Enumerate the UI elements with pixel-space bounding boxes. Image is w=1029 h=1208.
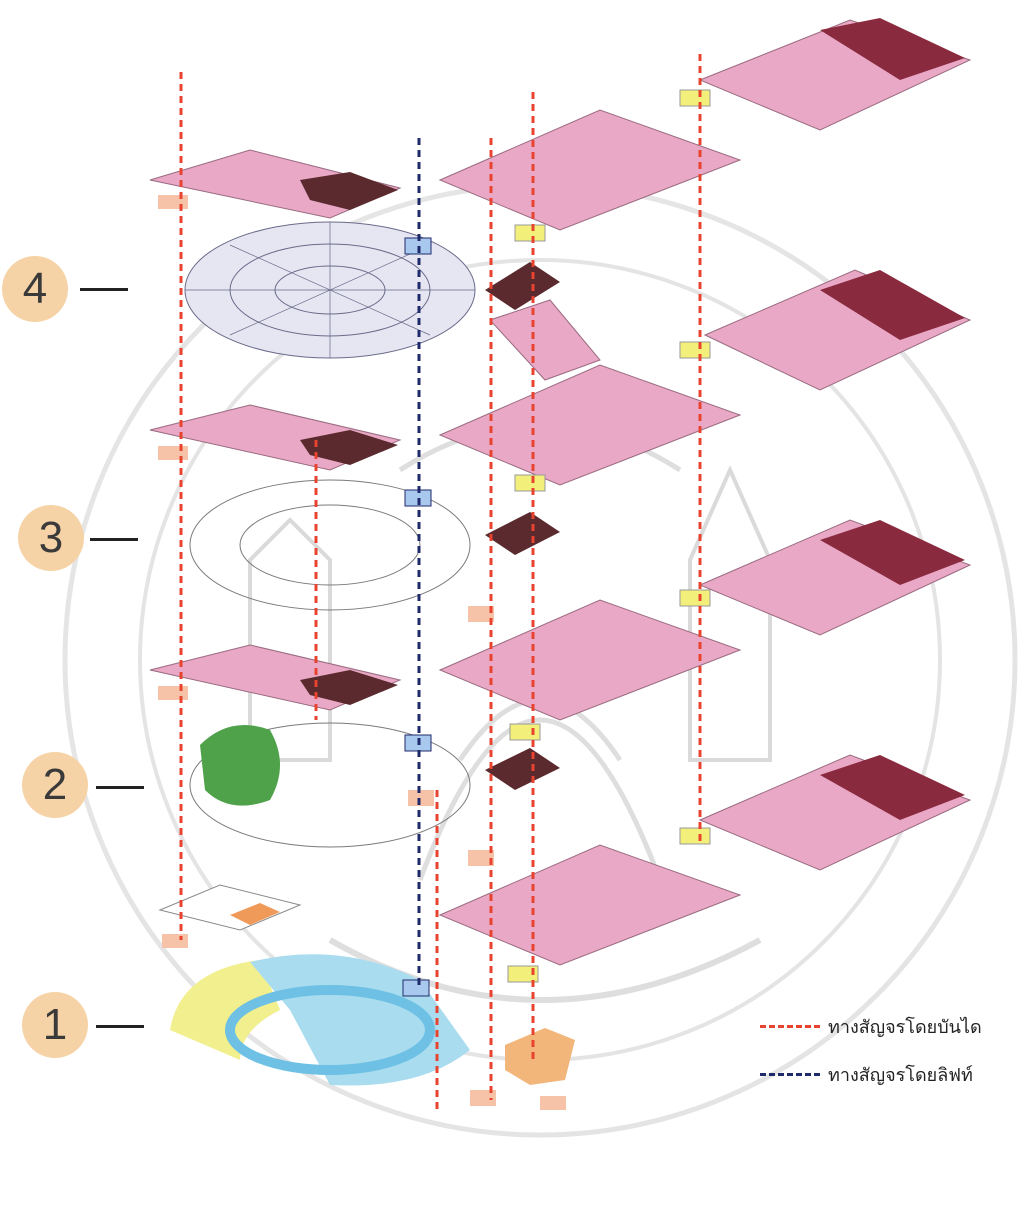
l4-core-yellow-right [679,89,711,107]
l2-stair-node-mid [468,850,494,866]
l1-orange-block [505,1028,575,1085]
level-1-floor-plan [158,844,742,1110]
legend-stair-swatch [760,1025,820,1028]
l1-stair-node-bottom-right [540,1096,566,1110]
l3-middle-wing [438,364,742,486]
level-badge-4: 4 [2,256,68,322]
l1-stair-node-left [162,934,188,948]
l2-right-wing-dark [820,755,965,820]
l4-middle-wing [438,109,742,231]
l4-middle-wing-lower [489,299,601,381]
l4-right-wing-dark [820,18,965,80]
l4-core-yellow [514,224,546,242]
l3-left-wing-dark [300,430,398,465]
l1-yellow-zone [170,960,280,1060]
l2-left-wing-dark [300,670,398,705]
level-badge-2: 2 [22,752,88,818]
level-badge-3: 3 [18,505,84,571]
legend-stair-label: ทางสัญจรโดยบันได [828,1017,982,1038]
l2-green-zone [200,725,280,806]
level-2-floor-plan [149,599,972,871]
level-badge-1: 1 [22,992,88,1058]
level-pointer-2 [96,786,144,789]
l1-stair-node-bottom [470,1090,496,1106]
l4-middle-wing-core [485,262,560,310]
l1-middle-wing [438,844,742,966]
level-pointer-3 [90,538,138,541]
l3-middle-wing-core [485,512,560,555]
legend-stair: ทางสัญจรโดยบันได [760,1012,982,1041]
legend-lift-swatch [760,1073,820,1076]
level-4-floor-plan [149,18,972,381]
l2-stair-node-left [158,686,188,700]
l3-round-pavilion [189,479,471,611]
l1-round-base [170,954,470,1086]
level-4-lower-right-wing [679,269,972,391]
l1-left-block [158,884,302,931]
l3-right-wing-dark [820,520,965,585]
l3-stair-node-left [158,446,188,460]
l1-orange-zone-left [230,903,280,925]
l1-core-yellow [507,965,539,983]
l2-core-yellow-right [679,827,711,845]
l4-round-pavilion [184,221,476,359]
l4-stair-node-left [158,195,188,209]
legend-lift: ทางสัญจรโดยลิฟท์ [760,1060,973,1089]
level-pointer-4 [80,288,128,291]
l2-round-pavilion [189,722,471,848]
seal-emblem-left-tower [248,517,332,762]
l2-stair-node-center [408,790,434,806]
level-pointer-1 [96,1025,144,1028]
seal-emblem-right-tower [688,465,772,762]
level-3-floor-plan [149,364,972,636]
l1-lift-node [402,979,430,997]
l1-ring [225,985,435,1075]
l2-core-yellow [509,723,541,741]
l2-middle-wing [438,599,742,721]
legend-lift-label: ทางสัญจรโดยลิฟท์ [828,1065,973,1086]
l3-core-yellow-right [679,589,711,607]
stair-circulation-lines [179,54,702,1110]
l4-left-wing-dark [300,172,398,210]
l3-core-yellow [514,474,546,492]
l3-stair-node-mid [468,606,494,622]
l2-middle-wing-core [485,748,560,790]
